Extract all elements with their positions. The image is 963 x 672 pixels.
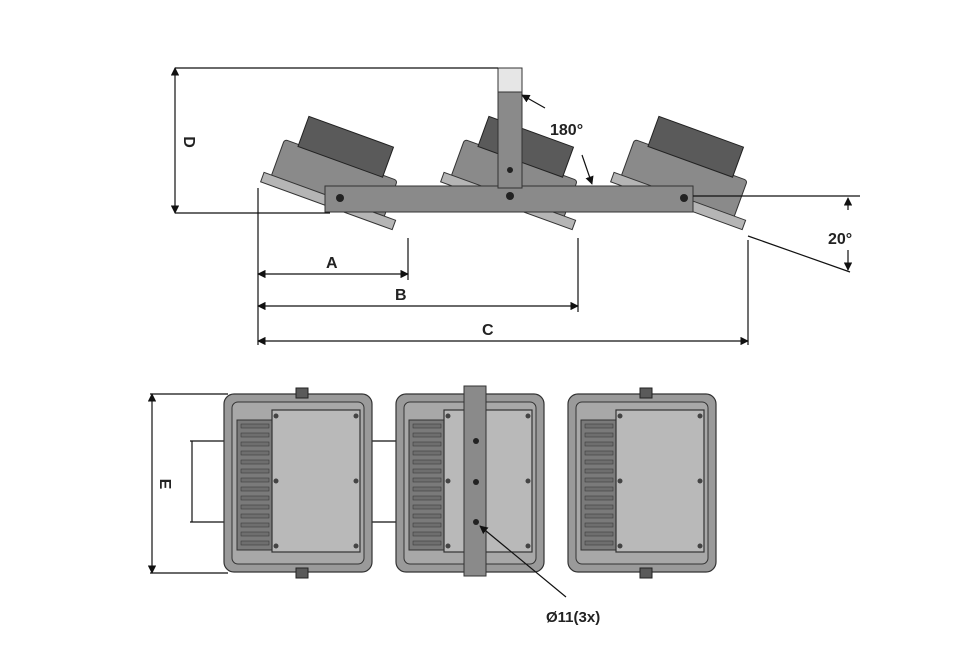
heatsink-fin [240, 495, 270, 501]
heatsink-fin [412, 540, 442, 546]
heatsink-fin [240, 531, 270, 537]
panel-screw [617, 543, 623, 549]
panel-screw [697, 478, 703, 484]
rotation-label: 180° [550, 122, 583, 139]
panel-screw [525, 413, 531, 419]
heatsink-fin [412, 468, 442, 474]
heatsink-fin [584, 531, 614, 537]
panel-screw [525, 478, 531, 484]
heatsink-fin [240, 477, 270, 483]
heatsink-fin [412, 432, 442, 438]
tilt-label: 20° [828, 231, 852, 248]
heatsink-fin [412, 486, 442, 492]
heatsink-fin [584, 459, 614, 465]
heatsink-fin [412, 495, 442, 501]
heatsink-fin [412, 459, 442, 465]
heatsink-fin [412, 522, 442, 528]
top-lamp-right [567, 387, 717, 579]
heatsink-fin [412, 531, 442, 537]
panel-screw [697, 413, 703, 419]
top-view: E [147, 385, 717, 626]
heatsink-fin [240, 459, 270, 465]
panel-screw [273, 478, 279, 484]
panel-screw [445, 413, 451, 419]
dim-label-a: A [326, 255, 338, 272]
heatsink-fin [412, 450, 442, 456]
panel-screw [273, 543, 279, 549]
panel-screw [353, 478, 359, 484]
panel-screw [353, 413, 359, 419]
heatsink-fin [584, 495, 614, 501]
dim-label-b: B [395, 287, 407, 304]
panel-screw [697, 543, 703, 549]
heatsink-fin [584, 504, 614, 510]
heatsink-fin [412, 477, 442, 483]
heatsink-fin [584, 441, 614, 447]
top-lamp-center [395, 385, 545, 577]
heatsink-fin [584, 540, 614, 546]
panel-screw [617, 413, 623, 419]
heatsink-fin [240, 441, 270, 447]
hole-label: Ø11(3x) [546, 609, 600, 626]
panel-screw [525, 543, 531, 549]
heatsink-fin [584, 423, 614, 429]
heatsink-fin [240, 450, 270, 456]
heatsink-fin [240, 468, 270, 474]
panel-screw [353, 543, 359, 549]
heatsink-fin [412, 504, 442, 510]
heatsink-fin [240, 423, 270, 429]
heatsink-fin [584, 468, 614, 474]
panel-screw [617, 478, 623, 484]
heatsink-fin [584, 513, 614, 519]
heatsink-fin [584, 432, 614, 438]
heatsink-fin [240, 522, 270, 528]
heatsink-fin [240, 504, 270, 510]
heatsink-fin [412, 423, 442, 429]
panel-screw [445, 478, 451, 484]
heatsink-fin [240, 432, 270, 438]
panel-screw [445, 543, 451, 549]
heatsink-fin [584, 450, 614, 456]
heatsink-fin [584, 522, 614, 528]
heatsink-fin [240, 486, 270, 492]
dim-label-c: C [482, 322, 494, 339]
heatsink-fin [584, 477, 614, 483]
dim-label-d: D [180, 136, 197, 148]
heatsink-fin [412, 513, 442, 519]
mounting-post [497, 91, 523, 189]
side-view: D 180° 20° A B C [170, 67, 860, 346]
heatsink-fin [584, 486, 614, 492]
heatsink-fin [240, 540, 270, 546]
panel-screw [273, 413, 279, 419]
dim-label-e: E [156, 479, 173, 490]
heatsink-fin [412, 441, 442, 447]
heatsink-fin [240, 513, 270, 519]
top-lamp-left [223, 387, 373, 579]
